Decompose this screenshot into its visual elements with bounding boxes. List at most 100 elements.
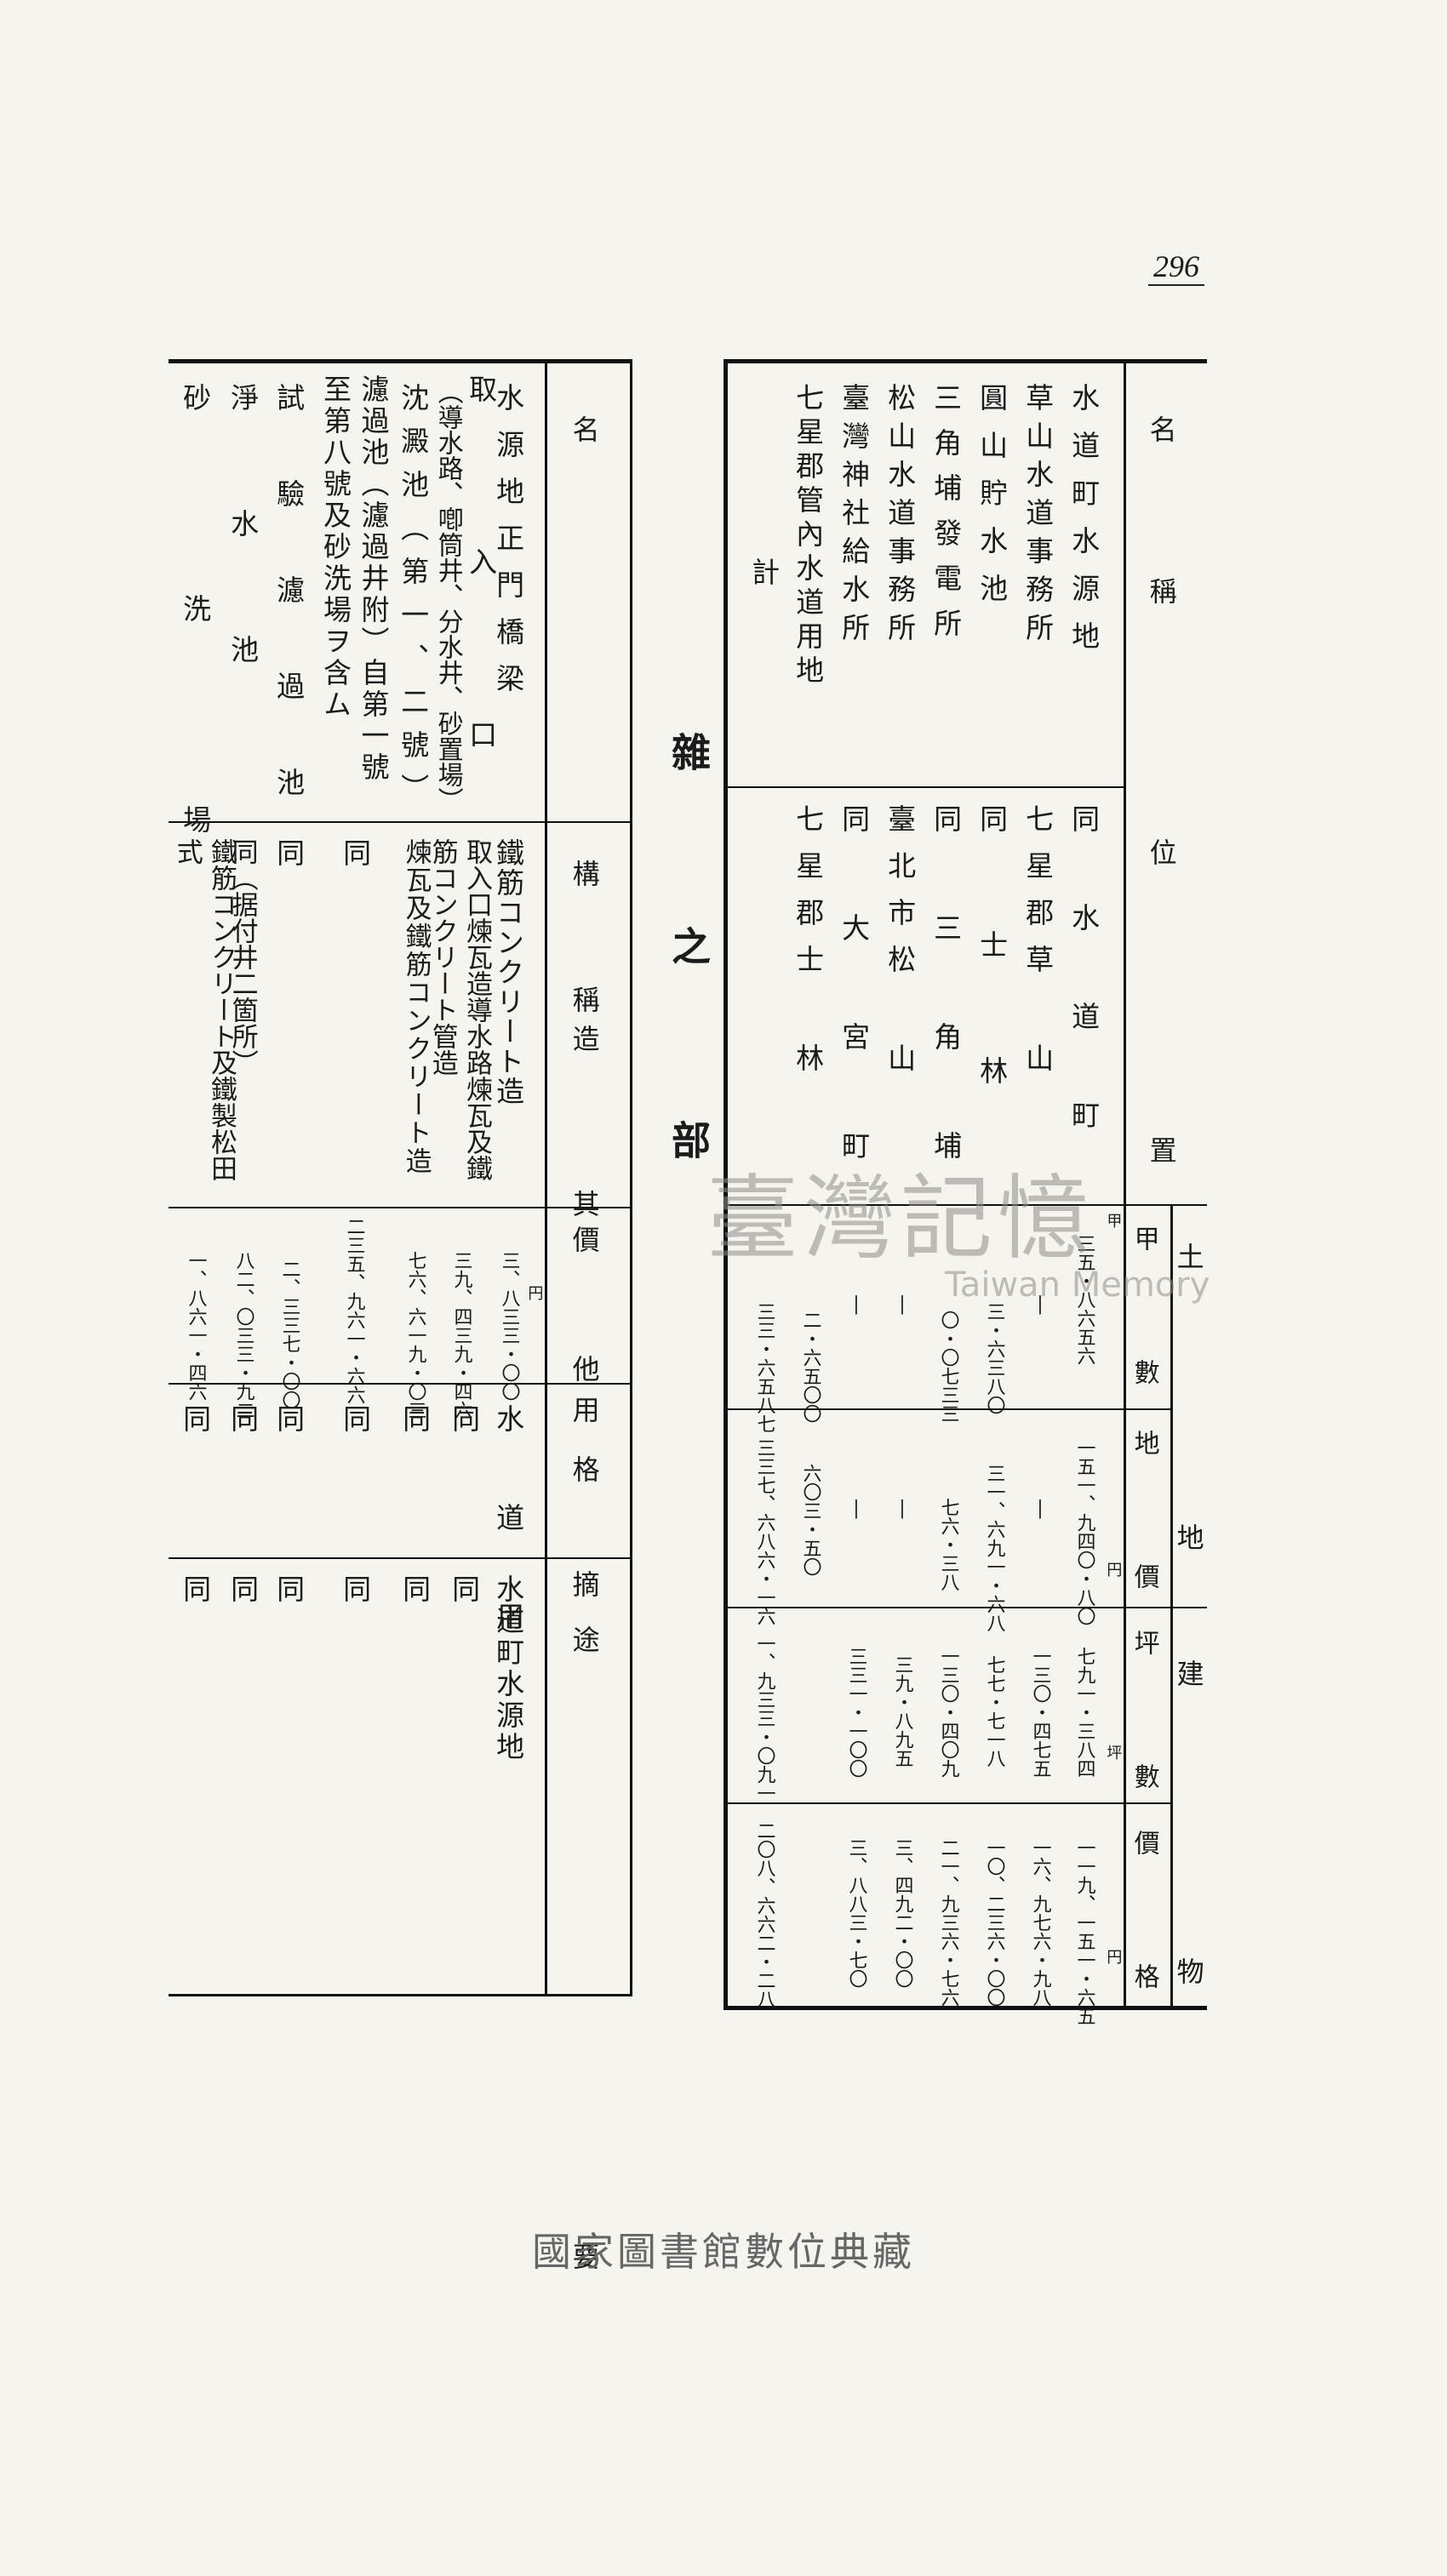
row-name-note: （導水路、喞筒井、分水井、砂置場） — [432, 379, 463, 813]
unit-land-price: 円 — [1104, 1562, 1123, 1577]
row-bldg-price: 三、八八三・七〇 — [845, 1838, 867, 1988]
row-structure: 煉瓦及鐵筋コンクリート造 — [400, 838, 432, 1175]
watermark-chinese: 臺灣記憶 — [706, 1166, 1095, 1272]
rule-name-structure — [169, 821, 630, 823]
row-land-area: 〇・〇七三三 — [937, 1311, 959, 1423]
row-use: 同 — [447, 1404, 481, 1432]
row-bldg-price: 二〇八、六六二・二八 — [753, 1821, 775, 2008]
right-table-bottom-border — [724, 2006, 1207, 2010]
rule-area-price — [726, 1408, 1170, 1410]
row-bldg-area: 一三〇・四七五 — [1029, 1647, 1051, 1778]
row-price: 八二、〇三三・九二 — [232, 1251, 255, 1419]
header-bldg-area: 坪 數 — [1129, 1630, 1159, 1828]
row-bldg-area: 一、九三三・〇九一 — [753, 1634, 775, 1802]
row-land-area: 二・六五〇〇 — [799, 1311, 821, 1423]
row-name: 試驗濾過池 — [272, 383, 306, 864]
row-name: 草山水道事務所 — [1021, 383, 1055, 651]
row-name: 水源地正門橋梁 — [491, 383, 525, 711]
section-title: 雜 之 部 — [666, 732, 712, 1214]
row-land-area: 三三・六五八七 — [753, 1302, 775, 1433]
rule-price-use — [169, 1383, 630, 1385]
row-land-price: 三一、六九一・六八 — [983, 1464, 1005, 1632]
row-bldg-price: 一一九、一五一・六五 — [1073, 1838, 1095, 2025]
row-name: 圓山貯水池 — [975, 383, 1009, 621]
row-name: 沈澱池（第一、二號） — [396, 383, 430, 817]
price-unit: 円 — [525, 1285, 544, 1300]
row-name: 水道町水源地 — [1067, 383, 1101, 669]
row-use: 同 — [226, 1404, 260, 1432]
header-use: 用 途 — [568, 1396, 601, 1738]
right-table-left-border — [724, 359, 728, 2010]
row-land-price: | — [845, 1498, 867, 1519]
row-location: 同 士 林 — [975, 804, 1009, 1117]
row-use: 同 — [397, 1404, 432, 1432]
row-structure: 同 — [338, 838, 372, 866]
row-remark: 同 — [272, 1574, 306, 1602]
rule-structure-price — [169, 1207, 630, 1208]
left-table-bottom-border — [169, 1994, 632, 1996]
header-name: 名 稱 — [1145, 415, 1178, 655]
rule-use-remark — [169, 1557, 630, 1559]
row-name: 三角埔發電所 — [929, 383, 963, 654]
row-name: 淨水池 — [226, 383, 260, 761]
row-use: 同 — [178, 1404, 212, 1432]
footer-caption: 國家圖書館數位典藏 — [532, 2229, 915, 2275]
row-bldg-price: 二一、九三六・七六 — [937, 1838, 959, 2007]
row-price: 三九、四三九・四六 — [450, 1251, 472, 1419]
unit-bldg-price: 円 — [1104, 1949, 1123, 1964]
row-remark: 同 — [226, 1574, 260, 1602]
row-bldg-area: 七七・七一八 — [983, 1655, 1005, 1768]
row-name: 濾過池（濾過井附）自第一號至第八號及砂洗場ヲ含ム — [318, 374, 390, 784]
row-land-price: | — [1029, 1498, 1051, 1519]
row-remark: 同 — [447, 1574, 481, 1602]
row-structure: 同（据付井二箇所） — [226, 838, 258, 1076]
unit-bldg-area: 坪 — [1104, 1745, 1123, 1760]
row-location: 同 大 宮 町 — [837, 804, 871, 1183]
row-bldg-area: 七九一・三八四 — [1073, 1647, 1095, 1778]
row-land-price: 一五一、九四〇・八〇 — [1073, 1438, 1095, 1625]
row-location: 同 三 角 埔 — [929, 804, 963, 1183]
row-land-area: | — [845, 1294, 867, 1315]
row-bldg-price: 一〇、二三六・〇〇 — [983, 1838, 1005, 2007]
unit-land-area: 甲 — [1104, 1213, 1123, 1228]
rule-location-land — [726, 1204, 1207, 1206]
row-land-price: 六〇三・五〇 — [799, 1464, 821, 1576]
row-remark: 水道町水源地 — [491, 1574, 525, 1763]
row-price: 三、八三三・〇〇 — [498, 1251, 520, 1401]
row-bldg-area: 三三一・一〇〇 — [845, 1647, 867, 1778]
header-location: 位 置 — [1145, 838, 1178, 1282]
header-land-price: 地 價 — [1129, 1430, 1159, 1628]
row-remark: 同 — [178, 1574, 212, 1602]
row-location: 七星郡士 林 — [791, 804, 825, 1090]
row-use: 同 — [338, 1404, 372, 1432]
header-name: 名 稱 — [568, 415, 601, 1268]
header-land: 土 地 — [1172, 1242, 1205, 1661]
row-name: 砂洗場 — [178, 383, 212, 1016]
row-land-price: 七六・三八 — [937, 1498, 959, 1591]
row-bldg-area: 一三〇・四〇九 — [937, 1647, 959, 1778]
row-land-area: 三五・八六五六 — [1073, 1234, 1095, 1365]
right-table-top-border — [724, 359, 1207, 363]
row-location: 七星郡草 山 — [1021, 804, 1055, 1090]
page-number: 296 — [1148, 248, 1204, 286]
header-land-area: 甲 數 — [1129, 1225, 1159, 1424]
row-land-area: | — [1029, 1294, 1051, 1315]
left-table-top-border — [169, 359, 632, 363]
watermark: 臺灣記憶 Taiwan Memory — [706, 1145, 1210, 1305]
row-price: 二、三三七・〇〇 — [278, 1259, 300, 1409]
row-structure: 鐵筋コンクリート及鐵製松田式 — [171, 838, 237, 1181]
rule-bldg-area-price — [726, 1802, 1170, 1804]
header-structure: 構 造 其 他 — [568, 860, 601, 1435]
watermark-english: Taiwan Memory — [945, 1265, 1210, 1305]
row-land-area: | — [891, 1294, 913, 1315]
row-land-area: 三・六三八〇 — [983, 1302, 1005, 1414]
row-land-price: 三三七、六八六・一六 — [753, 1438, 775, 1625]
row-structure: 同 — [272, 838, 306, 866]
row-price: 一、八六一・四六 — [185, 1251, 207, 1401]
row-name: 計 — [746, 557, 781, 585]
rule-land-building — [726, 1607, 1207, 1608]
row-name: 臺灣神社給水所 — [837, 383, 871, 651]
left-table-header-divider — [545, 359, 547, 1996]
header-remark: 摘 要 — [568, 1570, 601, 2576]
row-price: 二三五、九六一・六六 — [343, 1217, 365, 1404]
